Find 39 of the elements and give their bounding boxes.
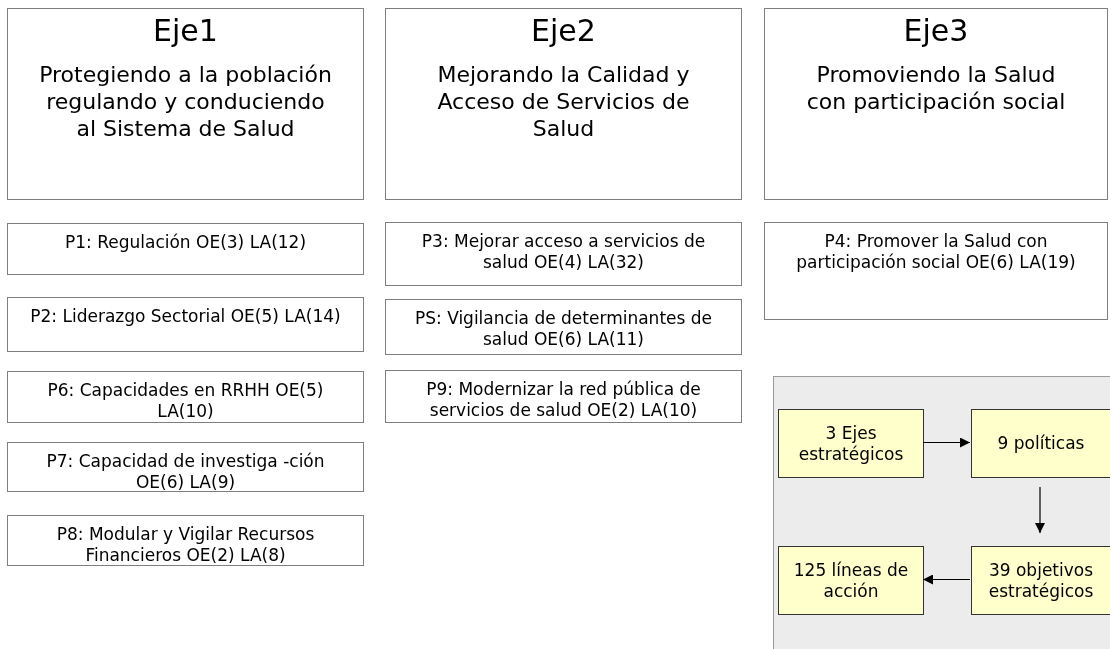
box-text: P1: Regulación OE(3) LA(12) xyxy=(64,232,307,253)
policy-box xyxy=(764,222,1108,320)
axis-description: Mejorando la Calidad y Acceso de Servicios de Salud xyxy=(436,61,691,142)
axis-heading: Eje1 xyxy=(153,13,218,49)
policy-box xyxy=(385,370,742,423)
box-text: P9: Modernizar la red pública de servicios de salud OE(2) LA(10) xyxy=(425,379,702,421)
axis-box xyxy=(385,8,742,200)
box-text: 3 Ejes estratégicos xyxy=(797,422,905,465)
box-text: 39 objetivos estratégicos xyxy=(987,559,1095,602)
policy-box xyxy=(7,371,364,423)
box-text: PS: Vigilancia de determinantes de salud OE(6) LA(11) xyxy=(413,308,714,350)
axis-description: Protegiendo a la población regulando y conduciendo al Sistema de Salud xyxy=(38,61,333,142)
axis-description: Promoviendo la Salud con participación social xyxy=(805,61,1067,115)
box-text: P2: Liderazgo Sectorial OE(5) LA(14) xyxy=(30,306,341,327)
summary-box xyxy=(971,409,1110,478)
box-text: P8: Modular y Vigilar Recursos Financieros OE(2) LA(8) xyxy=(55,524,316,566)
policy-box xyxy=(7,297,364,352)
summary-panel xyxy=(773,376,1110,649)
box-text: 125 líneas de acción xyxy=(792,559,910,602)
axis-heading: Eje2 xyxy=(531,13,596,49)
arrow xyxy=(922,437,971,448)
box-text: P7: Capacidad de investiga -ción OE(6) LA(9) xyxy=(45,451,326,493)
policy-box xyxy=(7,515,364,566)
box-text: P4: Promover la Salud con participación social OE(6) LA(19) xyxy=(795,231,1077,273)
arrow xyxy=(1035,486,1045,534)
axis-heading: Eje3 xyxy=(903,13,969,49)
box-text: P3: Mejorar acceso a servicios de salud OE(4) LA(32) xyxy=(420,231,707,273)
summary-box xyxy=(778,546,924,615)
axis-box xyxy=(7,8,364,200)
axis-box xyxy=(764,8,1108,200)
box-text: 9 políticas xyxy=(997,433,1085,454)
policy-box xyxy=(7,223,364,275)
policy-box xyxy=(385,222,742,286)
policy-box xyxy=(7,442,364,492)
box-text: P6: Capacidades en RRHH OE(5) LA(10) xyxy=(46,380,325,422)
summary-box xyxy=(778,409,924,478)
arrow xyxy=(922,574,971,585)
summary-box xyxy=(971,546,1110,615)
policy-box xyxy=(385,299,742,355)
